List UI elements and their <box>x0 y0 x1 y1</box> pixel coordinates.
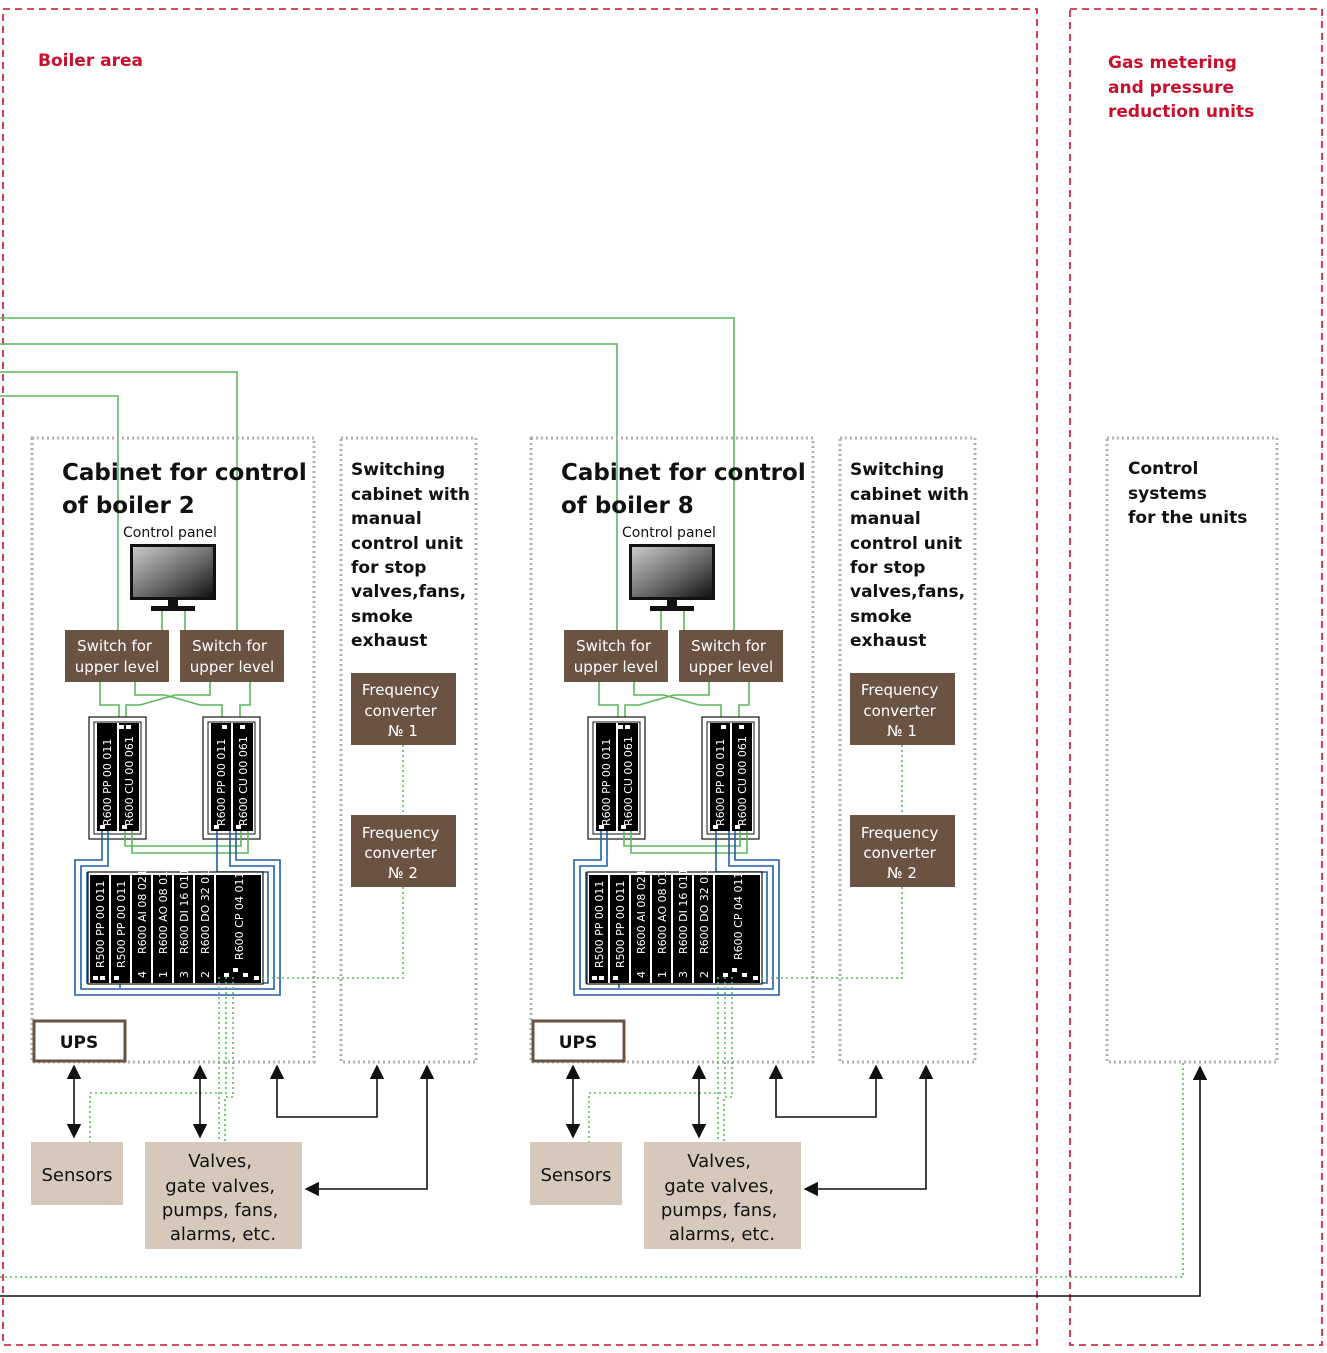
switching-cabinet-label: Switching cabinet with manual control un… <box>850 460 975 651</box>
ups-box: UPS <box>32 1019 127 1063</box>
svg-text:R600 PP 00 011: R600 PP 00 011 <box>714 739 727 826</box>
valves-box: Valves, gate valves, pumps, fans, alarms… <box>145 1142 302 1249</box>
svg-text:R600 AI 08 021: R600 AI 08 021 <box>635 869 648 954</box>
svg-text:R600 DO 32 011: R600 DO 32 011 <box>698 863 711 954</box>
svg-text:4: 4 <box>635 971 648 978</box>
valves-box: Valves, gate valves, pumps, fans, alarms… <box>644 1142 801 1249</box>
svg-text:R500 PP 00 011: R500 PP 00 011 <box>94 881 107 968</box>
boiler-group-2: Cabinet for control of boiler 2 Control … <box>30 436 478 1249</box>
svg-text:R600 CU 00 061: R600 CU 00 061 <box>736 736 749 826</box>
switching-cabinet-border <box>339 436 478 1064</box>
field-dotted-links <box>588 745 903 1142</box>
gas-area-title: Gas metering and pressure reduction unit… <box>1108 53 1254 122</box>
svg-text:R600 CU 00 061: R600 CU 00 061 <box>123 736 136 826</box>
svg-text:R500 PP 00 011: R500 PP 00 011 <box>593 881 606 968</box>
svg-text:R600 CP 04 011: R600 CP 04 011 <box>732 872 745 960</box>
svg-text:Valves, gate valves,: Valves, gate valves, pumps, fans, alarms… <box>162 1151 284 1245</box>
io-rack: R500 PP 00 011 R500 PP 00 011 R600 AI 08… <box>87 863 264 985</box>
switch-upper-level-2: Switch for upper level <box>679 630 783 682</box>
svg-text:R600 DI 16 011: R600 DI 16 011 <box>178 868 191 954</box>
panel-links <box>660 611 685 630</box>
switch-cpu-links <box>99 682 251 727</box>
cabinet-title: Cabinet for control of boiler 2 <box>62 460 315 519</box>
svg-text:R600 AO 08 011: R600 AO 08 011 <box>656 864 669 954</box>
switch-upper-level-2: Switch for upper level <box>180 630 284 682</box>
svg-text:Valves, gate valves,: Valves, gate valves, pumps, fans, alarms… <box>661 1151 783 1245</box>
panel-links <box>161 611 186 630</box>
svg-text:UPS: UPS <box>60 1033 99 1053</box>
svg-text:3: 3 <box>677 971 690 978</box>
signal-arrows <box>565 1064 934 1197</box>
svg-text:1: 1 <box>157 971 170 978</box>
svg-text:Switch for upper level: Switch for upper level <box>574 637 658 676</box>
monitor-icon <box>130 544 216 611</box>
svg-text:1: 1 <box>656 971 669 978</box>
svg-text:Frequency converter: Frequency converter № 2 <box>362 824 444 882</box>
switching-cabinet-label: Switching cabinet with manual control un… <box>351 460 476 651</box>
svg-text:Frequency converter: Frequency converter № 2 <box>861 824 943 882</box>
boiler-group-8: Cabinet for control of boiler 8 Control … <box>529 436 977 1249</box>
control-systems-box <box>1105 436 1279 1064</box>
control-systems-label: Control systems for the units <box>1128 459 1247 528</box>
svg-text:R600 PP 00 011: R600 PP 00 011 <box>215 739 228 826</box>
signal-arrows <box>66 1064 435 1197</box>
io-rack: R500 PP 00 011 R500 PP 00 011 R600 AI 08… <box>586 863 763 985</box>
cpu-module-2: R600 PP 00 011 R600 CU 00 061 <box>202 716 261 840</box>
svg-text:R600 DO 32 011: R600 DO 32 011 <box>199 863 212 954</box>
control-panel-label: Control panel <box>123 525 217 541</box>
svg-text:R600 CU 00 061: R600 CU 00 061 <box>237 736 250 826</box>
monitor-icon <box>629 544 715 611</box>
cpu-module-2: R600 PP 00 011 R600 CU 00 061 <box>701 716 760 840</box>
svg-text:2: 2 <box>698 971 711 978</box>
switch-cpu-links <box>598 682 750 727</box>
boiler-area-title: Boiler area <box>38 51 143 71</box>
svg-text:R600 PP 00 011: R600 PP 00 011 <box>600 739 613 826</box>
svg-text:R500 PP 00 011: R500 PP 00 011 <box>614 881 627 968</box>
bottom-black-link <box>0 1065 1208 1297</box>
frequency-converter-1: Frequency converter № 1 <box>351 673 456 745</box>
svg-text:3: 3 <box>178 971 191 978</box>
cabinet-title: Cabinet for control of boiler 8 <box>561 460 814 519</box>
svg-text:UPS: UPS <box>559 1033 598 1053</box>
switching-cabinet-border <box>838 436 977 1064</box>
switch-upper-level-1: Switch for upper level <box>65 630 169 682</box>
ups-box: UPS <box>531 1019 626 1063</box>
control-cabinet-border <box>529 436 815 1064</box>
frequency-converter-2: Frequency converter № 2 <box>351 815 456 887</box>
switch-upper-level-1: Switch for upper level <box>564 630 668 682</box>
field-dotted-links <box>89 745 404 1142</box>
boiler-area-border <box>2 8 1038 1346</box>
control-panel-label: Control panel <box>622 525 716 541</box>
svg-text:Switch for upper level: Switch for upper level <box>75 637 159 676</box>
svg-text:R600 CU 00 061: R600 CU 00 061 <box>622 736 635 826</box>
upper-level-network-lines <box>0 317 735 630</box>
svg-text:R600 PP 00 011: R600 PP 00 011 <box>101 739 114 826</box>
bottom-dotted-link <box>0 1062 1184 1278</box>
sensors-box: Sensors <box>31 1142 123 1205</box>
svg-text:R600 AO 08 011: R600 AO 08 011 <box>157 864 170 954</box>
cpu-redundancy-links <box>124 831 249 854</box>
sensors-box: Sensors <box>530 1142 622 1205</box>
svg-text:2: 2 <box>199 971 212 978</box>
svg-text:R600 DI 16 011: R600 DI 16 011 <box>677 868 690 954</box>
svg-text:4: 4 <box>136 971 149 978</box>
svg-text:R600 CP 04 011: R600 CP 04 011 <box>233 872 246 960</box>
gas-area-border <box>1069 8 1323 1346</box>
frequency-converter-2: Frequency converter № 2 <box>850 815 955 887</box>
svg-text:R600 AI 08 021: R600 AI 08 021 <box>136 869 149 954</box>
frequency-converter-1: Frequency converter № 1 <box>850 673 955 745</box>
control-cabinet-border <box>30 436 316 1064</box>
svg-text:Switch for upper level: Switch for upper level <box>190 637 274 676</box>
svg-text:Frequency converter: Frequency converter № 1 <box>861 681 943 740</box>
cpu-redundancy-links <box>623 831 748 854</box>
cpu-module-1: R600 PP 00 011 R600 CU 00 061 <box>587 716 646 840</box>
svg-text:Sensors: Sensors <box>41 1165 112 1186</box>
svg-text:Frequency converter: Frequency converter № 1 <box>362 681 444 740</box>
cpu-module-1: R600 PP 00 011 R600 CU 00 061 <box>88 716 147 840</box>
svg-text:R500 PP 00 011: R500 PP 00 011 <box>115 881 128 968</box>
svg-text:Switch for upper level: Switch for upper level <box>689 637 773 676</box>
svg-text:Sensors: Sensors <box>540 1165 611 1186</box>
